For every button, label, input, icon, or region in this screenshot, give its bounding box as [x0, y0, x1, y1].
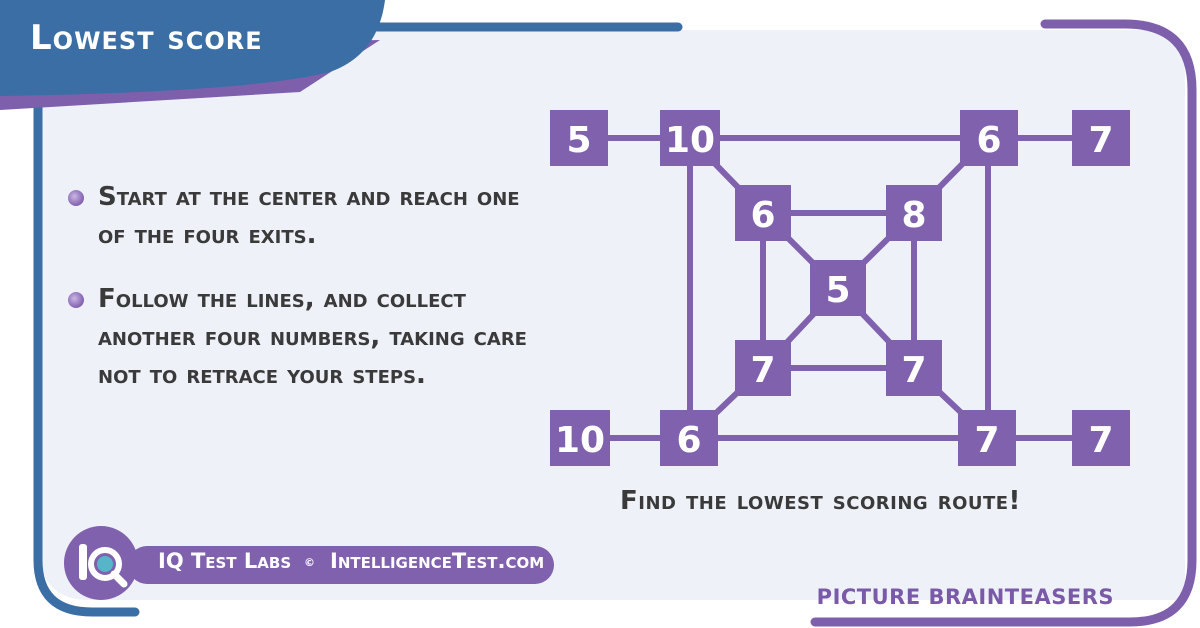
- svg-text:7: 7: [750, 350, 775, 391]
- svg-text:7: 7: [974, 420, 999, 461]
- node-inner-top-left: 6: [735, 185, 791, 241]
- node-exit-bottom-right: 7: [1072, 410, 1130, 466]
- svg-text:6: 6: [976, 120, 1001, 161]
- brand-name: IQ Test Labs: [158, 549, 292, 573]
- node-outer-bottom-right: 7: [958, 410, 1016, 466]
- instruction-text: Follow the lines, and collect another fo…: [98, 284, 527, 390]
- node-exit-bottom-left: 10: [550, 410, 610, 466]
- instruction-item-1: Start at the center and reach one of the…: [68, 178, 528, 254]
- node-inner-bottom-right: 7: [886, 340, 942, 396]
- node-outer-bottom-left: 6: [660, 410, 718, 466]
- svg-text:7: 7: [901, 350, 926, 391]
- iq-test-labs-logo-icon: [64, 526, 138, 600]
- svg-text:6: 6: [750, 195, 775, 236]
- svg-text:8: 8: [901, 195, 926, 236]
- node-outer-top-right: 6: [960, 110, 1018, 166]
- bullet-icon: [68, 190, 84, 206]
- node-inner-top-right: 8: [886, 185, 942, 241]
- node-outer-top-left: 10: [660, 110, 720, 166]
- puzzle-caption: Find the lowest scoring route!: [620, 486, 1021, 516]
- brand-website-link[interactable]: IntelligenceTest.com: [330, 549, 545, 573]
- right-border-line: [810, 19, 1197, 627]
- puzzle-diagram: 5 10 6 7 6 8 5 7: [550, 110, 1130, 466]
- svg-text:7: 7: [1088, 120, 1113, 161]
- category-label: PICTURE BRAINTEASERS: [816, 585, 1114, 609]
- left-border-line: [33, 55, 140, 617]
- svg-text:10: 10: [555, 420, 605, 461]
- instruction-text: Start at the center and reach one of the…: [98, 182, 520, 250]
- brand-pill: [128, 546, 554, 584]
- svg-text:10: 10: [665, 120, 715, 161]
- svg-text:5: 5: [566, 120, 591, 161]
- node-exit-top-left: 5: [550, 110, 608, 166]
- node-exit-top-right: 7: [1072, 110, 1130, 166]
- svg-text:7: 7: [1088, 420, 1113, 461]
- bullet-icon: [68, 292, 84, 308]
- copyright-symbol: ©: [304, 556, 315, 569]
- page-title: Lowest score: [30, 18, 263, 58]
- instruction-item-2: Follow the lines, and collect another fo…: [68, 280, 528, 394]
- title-banner: [0, 0, 385, 96]
- svg-text:6: 6: [676, 420, 701, 461]
- panel-background: [40, 30, 1185, 600]
- node-inner-bottom-left: 7: [735, 340, 791, 396]
- svg-text:5: 5: [825, 270, 850, 311]
- node-center: 5: [810, 260, 866, 316]
